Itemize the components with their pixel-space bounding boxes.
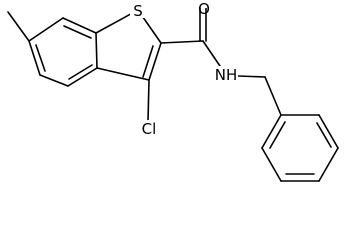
bond-benzo-6 (28, 17, 64, 42)
bond-thiophene-c2-c3 (148, 42, 162, 81)
atom-nh-bg (214, 66, 238, 84)
bond-ch2-phenyl (264, 76, 282, 116)
molecule-drawing: S O NH Cl (7, 0, 339, 182)
bond-chloro (147, 79, 150, 122)
bond-benzo-2 (39, 74, 69, 87)
atom-o-bg (197, 0, 211, 8)
bond-phenyl-2 (318, 114, 339, 149)
atom-nh-label: NH (215, 66, 238, 84)
bond-phenyl-2-inner (316, 122, 332, 148)
bond-amide-cn (202, 40, 223, 70)
atom-cl-bg (138, 120, 160, 138)
structure-canvas: S O NH Cl (7, 0, 339, 182)
bond-phenyl-5 (261, 147, 282, 182)
bond-benzo-1-inner (35, 44, 46, 72)
bond-carbonyl-carbon (160, 40, 204, 44)
bond-n-ch2 (237, 75, 266, 78)
bond-benzo-5 (62, 17, 97, 34)
bond-benzo-4 (95, 32, 98, 69)
bond-benzo-1 (28, 40, 41, 76)
bond-benzo-3 (67, 67, 98, 87)
atom-cl-label: Cl (142, 120, 157, 138)
bond-thiophene-c3-c3a (96, 67, 150, 81)
atom-o-label: O (198, 0, 210, 18)
bond-phenyl-6-inner (269, 121, 286, 149)
bond-phenyl-6 (261, 114, 282, 149)
bond-methyl (7, 11, 30, 42)
atom-s-label: S (133, 2, 143, 20)
bond-phenyl-3 (318, 147, 339, 182)
bond-benzo-5-inner (63, 25, 92, 39)
bond-thiophene-c2-c3-inner (142, 45, 154, 78)
bond-benzo-3-inner (68, 64, 93, 80)
atom-s-bg (130, 2, 146, 18)
